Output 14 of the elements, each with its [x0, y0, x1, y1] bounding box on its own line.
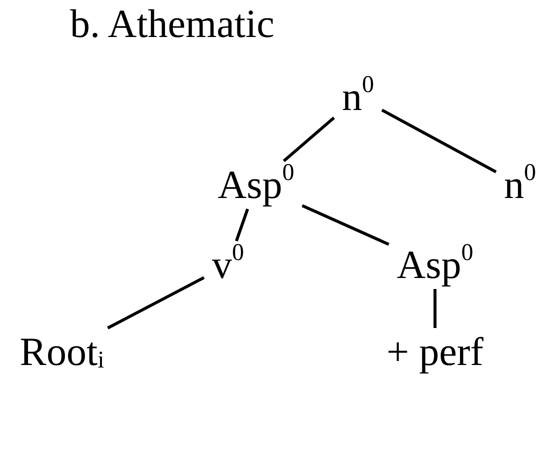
tree-node-label: Asp$^{0}$ — [218, 163, 294, 207]
tree-node-label: Root$_{i}$ — [20, 330, 104, 374]
tree-branch — [282, 116, 335, 162]
tree-branch — [302, 204, 390, 246]
tree-branch — [107, 276, 205, 330]
tree-node-label: + perf — [386, 330, 484, 374]
tree-branch — [381, 108, 497, 174]
tree-node-label: v$^{0}$ — [212, 243, 244, 287]
tree-node-label: n$^{0}$ — [342, 75, 374, 119]
tree-branch — [434, 289, 436, 328]
tree-branch — [234, 208, 250, 242]
tree-node-label: Asp$^{0}$ — [396, 243, 474, 287]
tree-node-label: n$^{0}$ — [504, 163, 536, 207]
diagram-title: b. Athematic — [70, 2, 274, 46]
